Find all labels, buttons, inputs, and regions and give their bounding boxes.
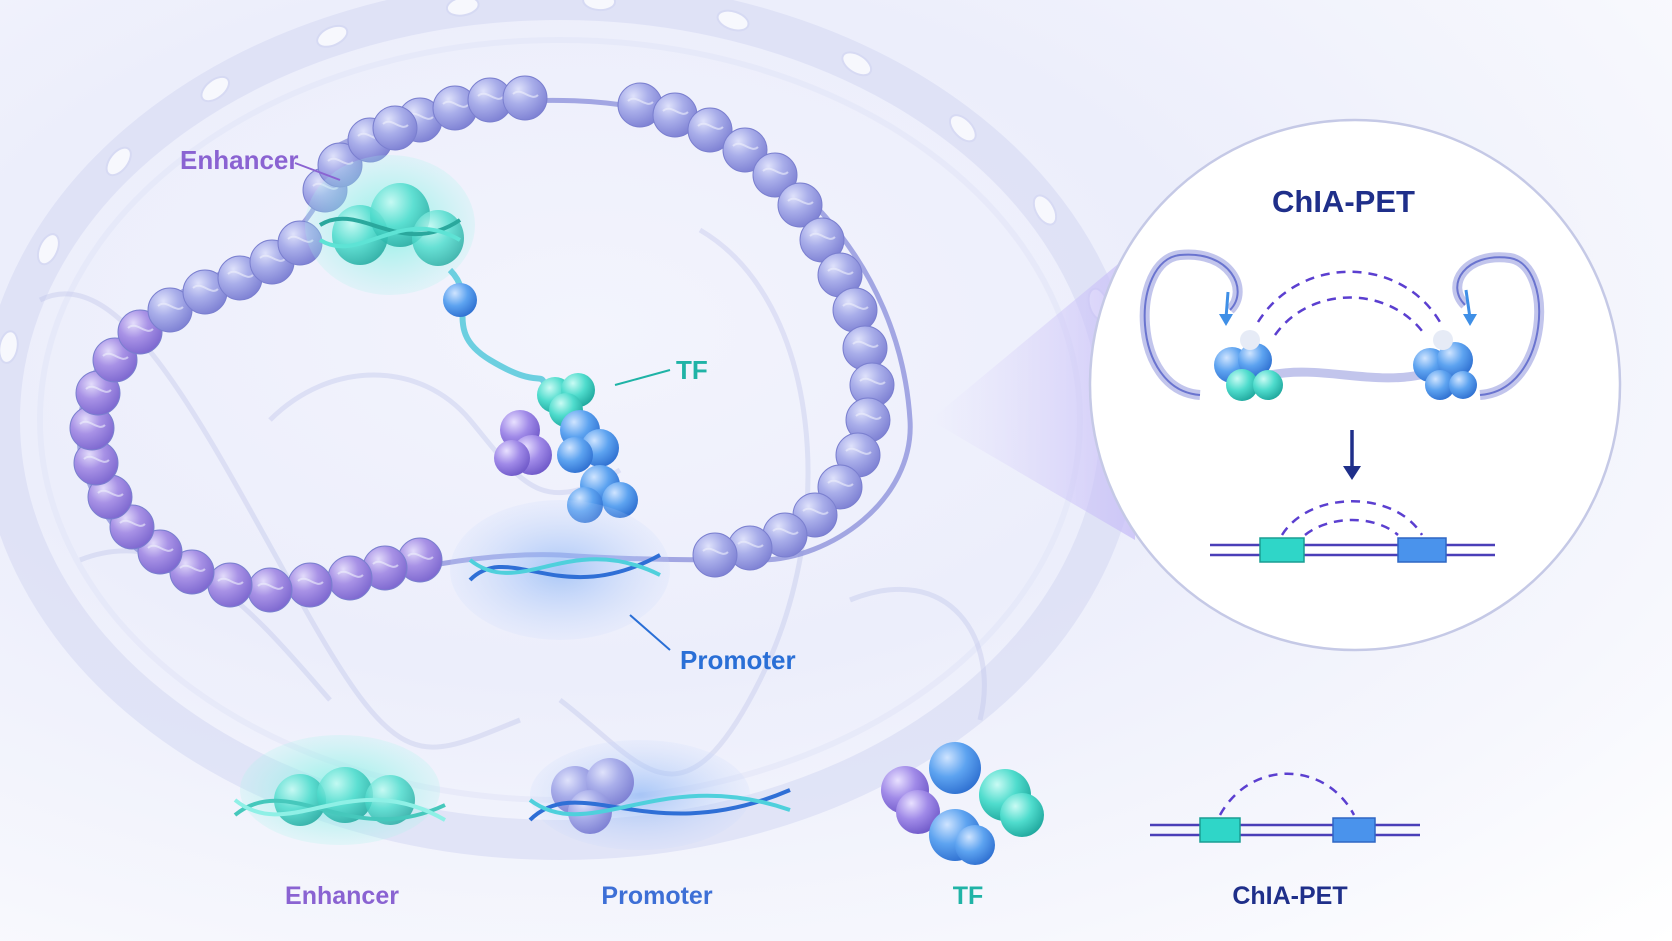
nucleosome-bead <box>777 182 823 228</box>
nucleosome-texture <box>627 97 654 105</box>
nucleosome-bead <box>287 562 333 608</box>
enhancer-label: Enhancer <box>180 145 299 175</box>
tf-label: TF <box>676 355 708 385</box>
nucleosome-texture <box>102 352 129 360</box>
nucleosome-bead <box>692 532 738 578</box>
nucleosome-texture <box>85 385 112 393</box>
nucleosome-texture <box>97 489 124 497</box>
linker-bead <box>443 283 477 317</box>
nucleosome-texture <box>762 167 789 175</box>
promoter-region <box>450 500 670 640</box>
legend-tf-label: TF <box>952 882 984 910</box>
nucleosome-bead <box>372 105 418 151</box>
nucleosome-texture <box>119 519 146 527</box>
nucleosome-texture <box>697 122 724 130</box>
enhancer-leader <box>294 162 341 181</box>
nucleosome-texture <box>83 455 110 463</box>
nucleosome-texture <box>297 577 324 585</box>
nuclear-pore <box>582 0 617 12</box>
legend-enhancer-label: Enhancer <box>285 882 399 910</box>
nucleosome-texture <box>179 564 206 572</box>
nucleosome-texture <box>337 570 364 578</box>
nucleosome-bead <box>327 555 373 601</box>
legend-chiapet-icon <box>1150 772 1420 843</box>
zoom-beam <box>930 250 1135 540</box>
nucleosome-bead <box>752 152 798 198</box>
chiapet-title: ChIA-PET <box>1272 184 1415 219</box>
legend-promoter-icon <box>528 740 791 850</box>
nucleosome-texture <box>257 582 284 590</box>
nuclear-pore <box>316 24 349 48</box>
nucleosome-texture <box>827 479 854 487</box>
nucleosome-bead <box>722 127 768 173</box>
nucleosome-texture <box>259 254 286 262</box>
nucleosome-texture <box>842 302 869 310</box>
legend-chiapet-label: ChIA-PET <box>1232 882 1348 910</box>
nucleosome-texture <box>772 527 799 535</box>
nucleosome-texture <box>852 340 879 348</box>
legend-promoter-label: Promoter <box>601 882 713 910</box>
nucleosome-texture <box>157 302 184 310</box>
nuclear-pore <box>716 9 750 32</box>
nucleosome-texture <box>737 540 764 548</box>
nuclear-pore <box>1032 194 1058 226</box>
nucleosome-texture <box>147 544 174 552</box>
promoter-leader <box>629 614 671 651</box>
legend-tf-icon <box>881 742 1044 865</box>
down-arrow-icon <box>1343 430 1361 480</box>
legend-enhancer-icon <box>233 735 447 845</box>
nucleosome-texture <box>802 507 829 515</box>
nucleosome-bead <box>687 107 733 153</box>
nucleosome-bead <box>207 562 253 608</box>
nucleosome-texture <box>79 420 106 428</box>
nuclear-pore <box>105 146 132 177</box>
nucleosome-texture <box>382 120 409 128</box>
tf-leader <box>614 369 671 386</box>
nucleosome-texture <box>787 197 814 205</box>
nucleosome-texture <box>217 577 244 585</box>
nucleosome-texture <box>855 412 882 420</box>
nuclear-pore <box>36 233 60 266</box>
nucleosome-texture <box>407 552 434 560</box>
nuclear-pore <box>948 114 977 143</box>
nuclear-pore <box>445 0 480 17</box>
nucleosome-texture <box>227 270 254 278</box>
nucleosome-texture <box>845 447 872 455</box>
nucleosome-texture <box>827 267 854 275</box>
nucleosome-bead <box>842 325 888 371</box>
nucleosome-texture <box>372 560 399 568</box>
nucleosome-texture <box>732 142 759 150</box>
nuclear-pore <box>841 51 873 77</box>
nucleosome-texture <box>477 92 504 100</box>
nucleosome-texture <box>809 232 836 240</box>
nuclear-pore <box>200 75 231 103</box>
nuclear-pore <box>0 330 19 364</box>
nucleosome-texture <box>662 107 689 115</box>
nucleosome-bead <box>832 287 878 333</box>
nucleosome-texture <box>859 377 886 385</box>
nucleosome-texture <box>442 100 469 108</box>
nucleosome-beads <box>69 75 895 613</box>
nucleosome-texture <box>702 547 729 555</box>
nucleosome-texture <box>127 324 154 332</box>
nucleosome-bead <box>247 567 293 613</box>
promoter-label: Promoter <box>680 645 796 675</box>
nucleosome-bead <box>502 75 548 121</box>
nucleosome-texture <box>512 90 539 98</box>
chiapet-zoom-panel <box>1088 118 1622 652</box>
enhancer-region <box>305 155 475 295</box>
nucleosome-texture <box>192 284 219 292</box>
